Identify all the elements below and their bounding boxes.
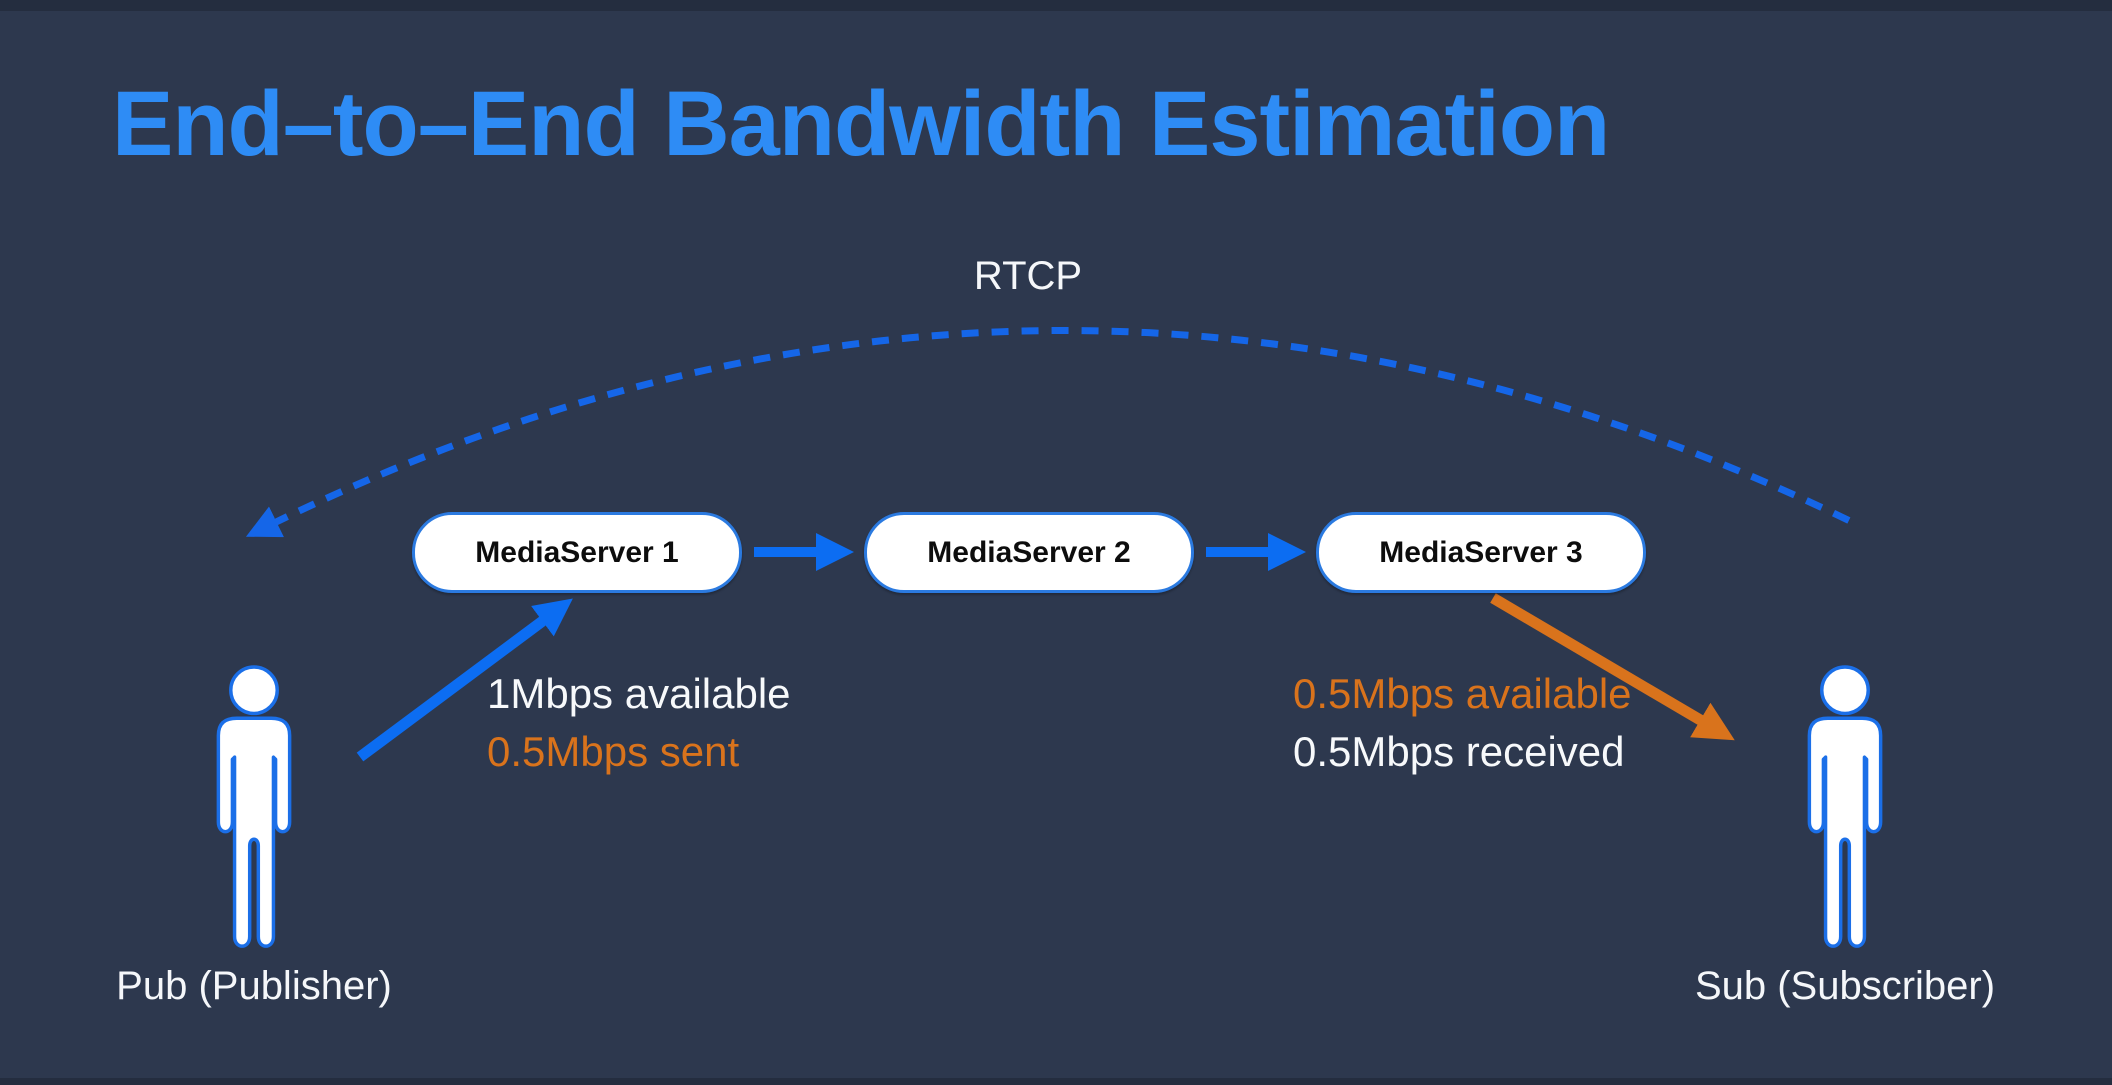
- mediaserver-1-box: MediaServer 1: [412, 512, 742, 593]
- mediaserver-3-box: MediaServer 3: [1316, 512, 1646, 593]
- rtcp-label: RTCP: [973, 254, 1083, 298]
- mediaserver-2-label: MediaServer 2: [927, 535, 1131, 569]
- publisher-label: Pub (Publisher): [116, 964, 392, 1008]
- mediaserver-1-label: MediaServer 1: [475, 535, 679, 569]
- page-title: End–to–End Bandwidth Estimation: [112, 73, 1610, 175]
- mediaserver-2-box: MediaServer 2: [864, 512, 1194, 593]
- subscriber-label: Sub (Subscriber): [1694, 964, 1996, 1008]
- downlink-received-stat: 0.5Mbps received: [1293, 728, 1625, 775]
- uplink-arrow: [356, 598, 573, 762]
- person-icon: [1807, 665, 1883, 948]
- uplink-sent-stat: 0.5Mbps sent: [487, 728, 740, 775]
- person-icon: [216, 665, 292, 948]
- mediaserver-3-label: MediaServer 3: [1379, 535, 1583, 569]
- downlink-available-stat: 0.5Mbps available: [1293, 670, 1632, 717]
- bottom-edge-strip: [0, 1078, 2112, 1085]
- downlink-arrow: [1490, 593, 1735, 741]
- rtcp-dashed-arrow: [245, 327, 1854, 538]
- top-edge-strip: [0, 0, 2112, 11]
- uplink-available-stat: 1Mbps available: [487, 670, 791, 717]
